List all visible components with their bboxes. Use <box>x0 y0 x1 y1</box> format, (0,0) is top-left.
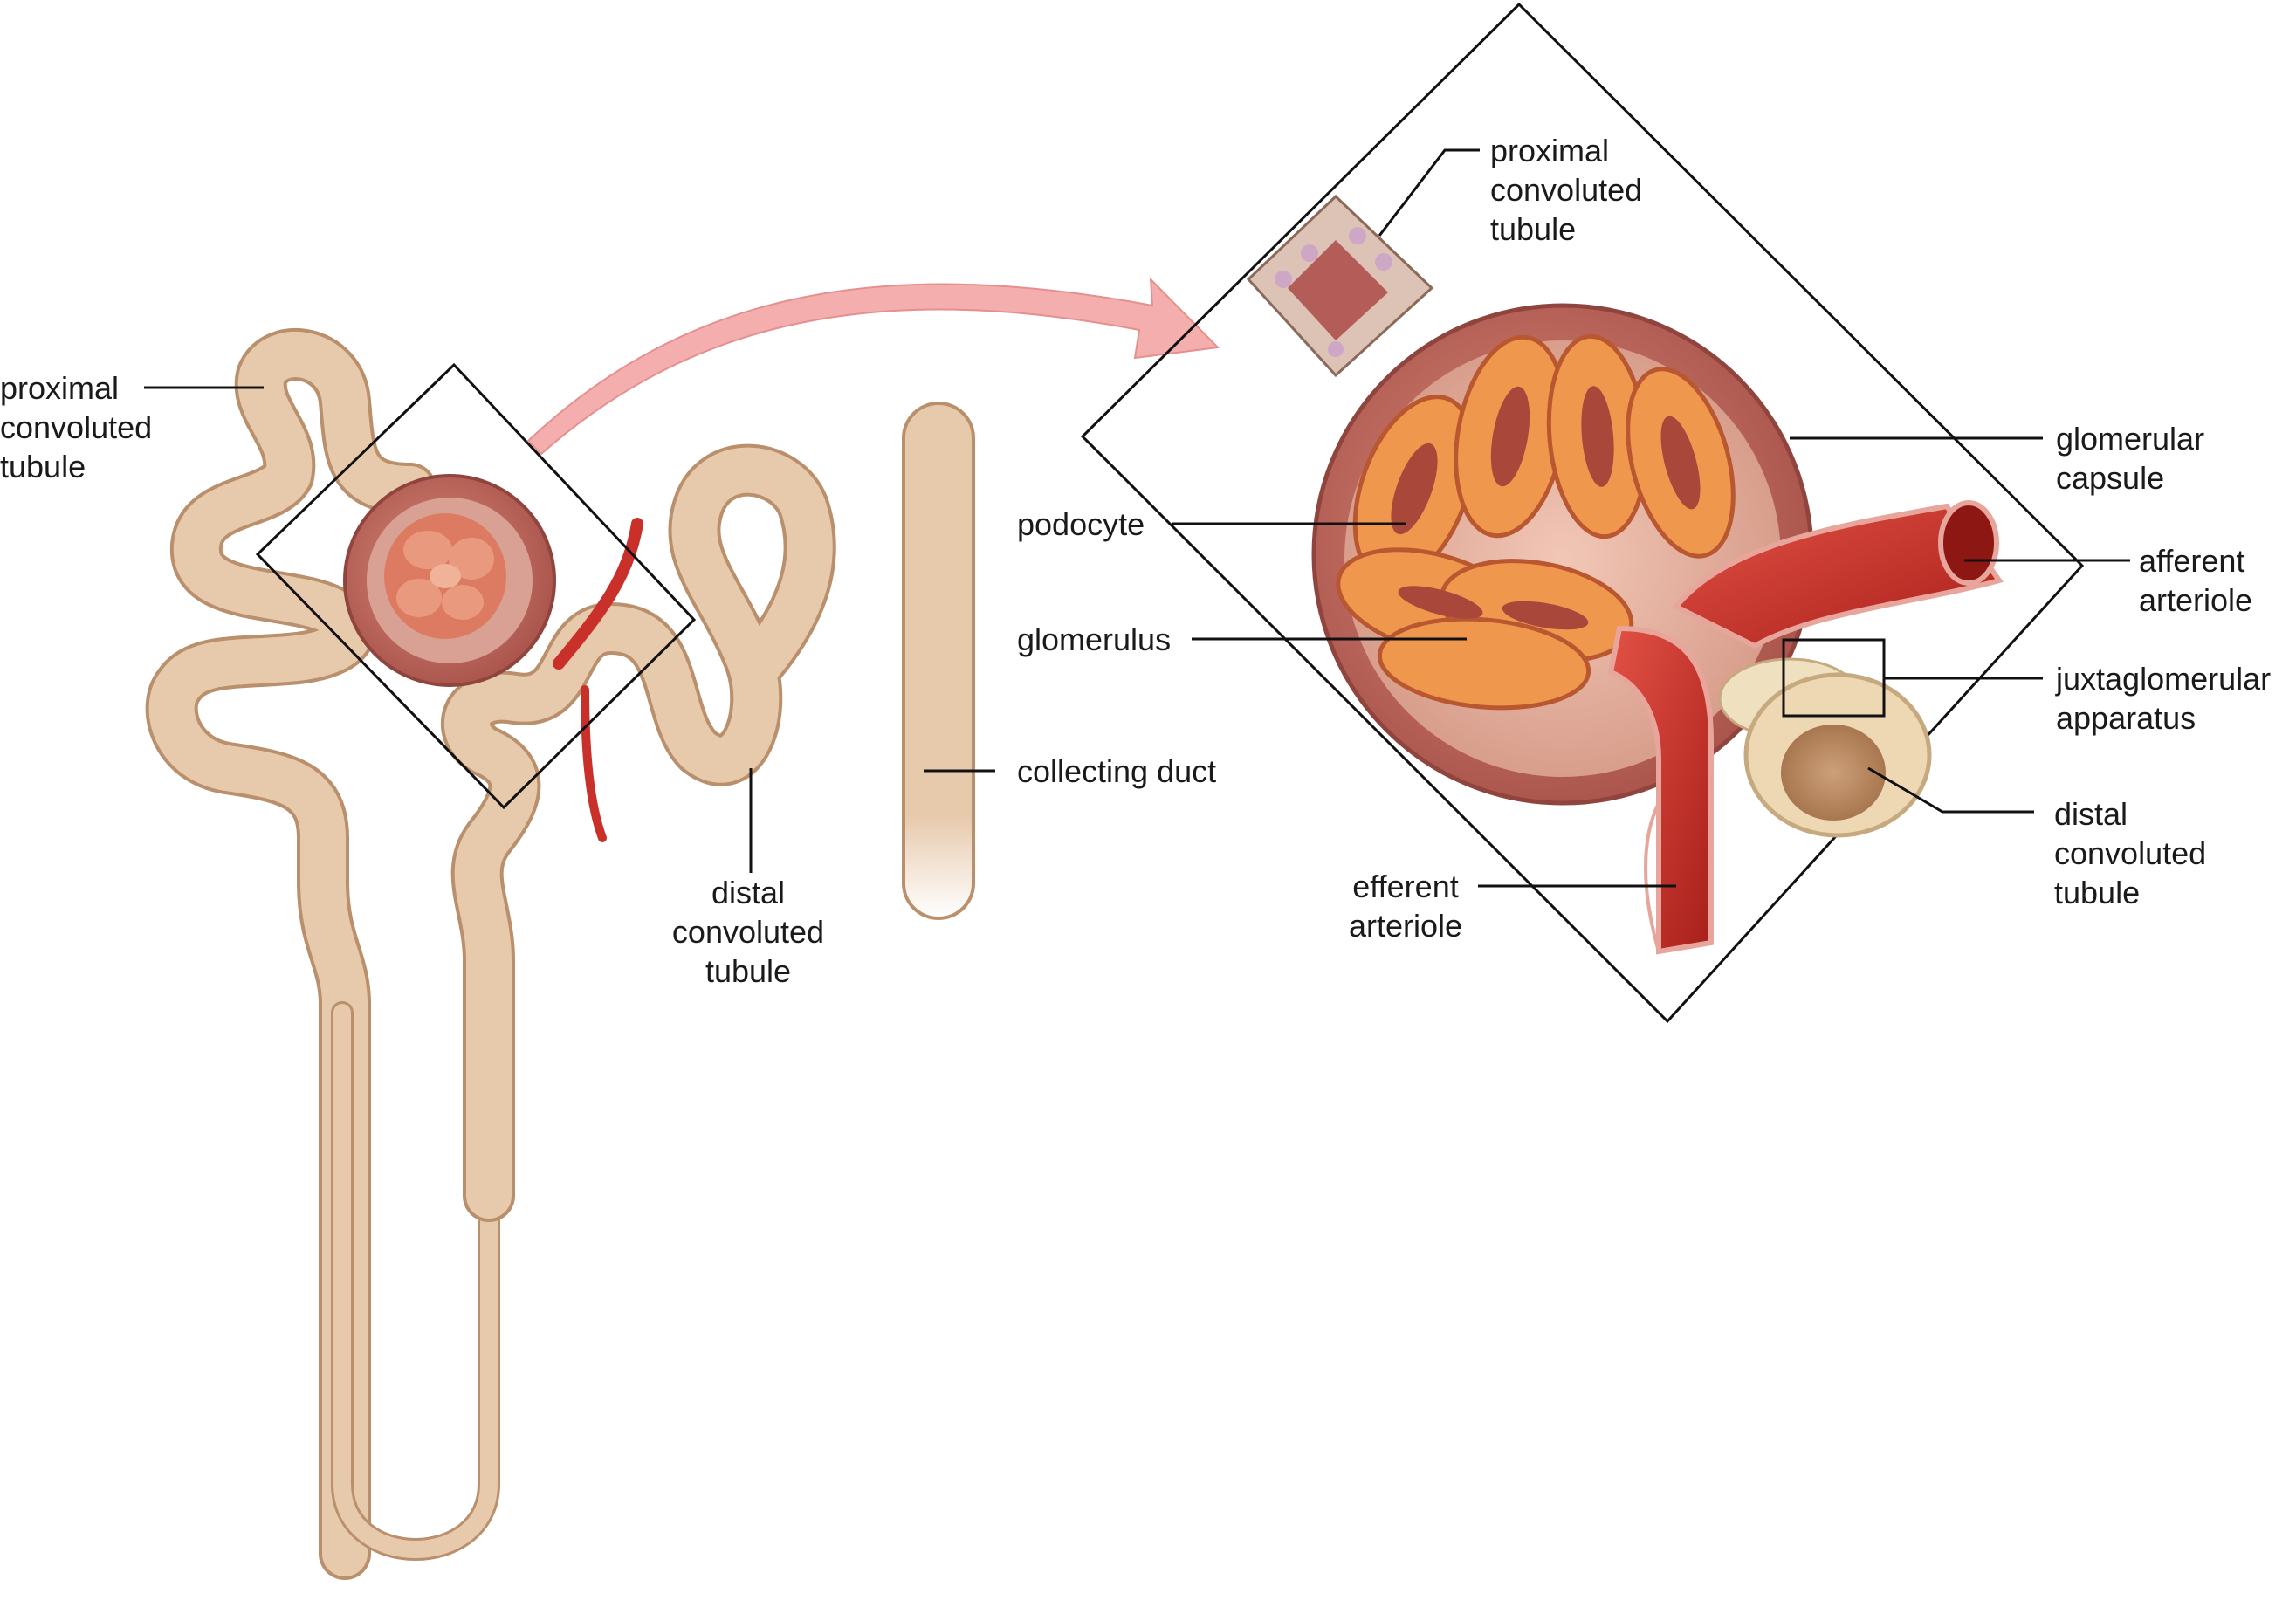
leader-inset-dct <box>1867 766 2034 814</box>
inset-frame <box>1080 2 2085 1024</box>
nephron-glomerulus <box>384 513 506 639</box>
locator-box <box>255 362 697 810</box>
label-efferent-arteriole: efferent arteriole <box>1348 869 1463 944</box>
afferent-arteriole-opening <box>1938 500 1999 586</box>
collecting-duct-shape <box>902 402 975 920</box>
label-inset-pct: proximal convoluted tubule <box>1490 133 1643 247</box>
label-glomerulus: glomerulus <box>1017 622 1172 657</box>
ascending-limb <box>444 447 833 1219</box>
nephron-artery-descending <box>581 685 607 842</box>
label-collecting-duct: collecting duct <box>1017 753 1217 789</box>
label-inset-dct: distal convoluted tubule <box>2054 796 2207 910</box>
label-podocyte: podocyte <box>1017 506 1145 542</box>
label-nephron-pct: proximal convoluted tubule <box>0 370 153 484</box>
label-juxtaglomerular-apparatus: juxtaglomerular apparatus <box>2056 661 2272 736</box>
inset-efferent-arteriole <box>1607 625 1714 955</box>
nephron-artery <box>553 518 643 670</box>
label-nephron-dct: distal convoluted tubule <box>671 875 825 989</box>
nephron-tubule <box>148 332 433 1576</box>
inset-pct <box>1246 194 1434 378</box>
nephron <box>145 328 975 1580</box>
zoom-arrow <box>526 277 1220 456</box>
renal-corpuscle-inset <box>1080 2 2085 1024</box>
label-afferent-arteriole: afferent arteriole <box>2139 543 2253 618</box>
inset-glomerulus-lumens <box>1391 386 1701 630</box>
inset-dct-lumen <box>1781 725 1886 821</box>
loop-of-henle <box>333 1004 498 1558</box>
leader-lines <box>144 148 2130 888</box>
label-glomerular-capsule: glomerular capsule <box>2056 421 2205 496</box>
inset-efferent-lower <box>1644 802 1712 954</box>
leader-inset-pct <box>1378 148 1480 237</box>
